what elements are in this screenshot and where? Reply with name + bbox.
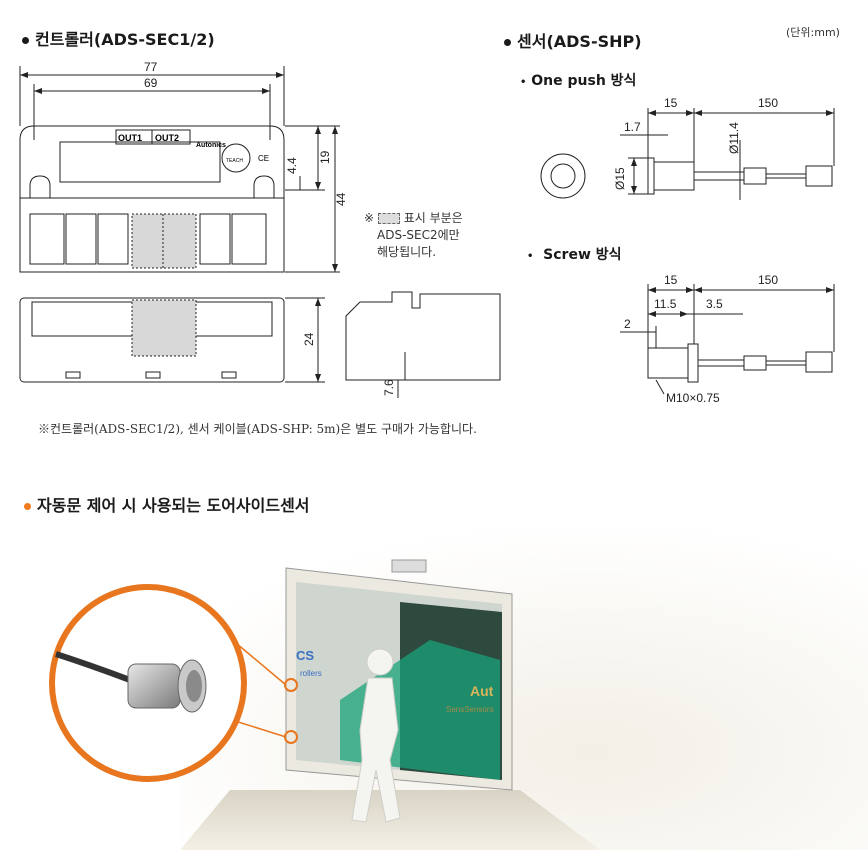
sc-dim-11-5: 11.5 — [654, 297, 677, 311]
teach-label: TEACH — [226, 158, 243, 164]
dim-69: 69 — [144, 76, 158, 90]
op-dim-11-4: Ø11.4 — [727, 122, 741, 154]
bullet-icon — [24, 503, 31, 510]
door-text-right-sub: SensSensors — [446, 705, 494, 714]
ce-label: CE — [258, 154, 269, 163]
op-dim-150: 150 — [758, 96, 778, 110]
op-dim-phi15: Ø15 — [613, 167, 627, 190]
op-dim-1-7: 1.7 — [624, 120, 641, 134]
sc-dim-15: 15 — [664, 273, 678, 287]
footnote: ※컨트롤러(ADS-SEC1/2), 센서 케이블(ADS-SHP: 5m)은 … — [38, 422, 477, 436]
out1-label: OUT1 — [118, 133, 142, 143]
one-push-title: • One push 방식 — [520, 73, 637, 89]
unit-label: (단위:mm) — [786, 26, 840, 39]
dim-77: 77 — [144, 60, 158, 74]
bullet-icon — [504, 39, 511, 46]
application-title: 자동문 제어 시 사용되는 도어사이드센서 — [24, 492, 310, 516]
screw-title: • Screw 방식 — [527, 247, 622, 263]
dim-19: 19 — [318, 150, 332, 164]
bullet-icon — [22, 37, 29, 44]
dim-44: 44 — [334, 192, 348, 206]
controller-drawing: OUT1 OUT2 Autonics TEACH CE 77 69 44 19 … — [19, 60, 501, 398]
dotted-box-icon — [377, 213, 400, 224]
sensor-title: 센서(ADS-SHP) — [504, 28, 642, 52]
person-silhouette — [351, 648, 401, 823]
dim-24: 24 — [302, 332, 316, 346]
sec2-note: ※ 표시 부분은 ADS-SEC2에만 해당됩니다. — [364, 211, 463, 259]
op-dim-15: 15 — [664, 96, 678, 110]
dim-7-6: 7.6 — [382, 379, 396, 396]
out2-label: OUT2 — [155, 133, 179, 143]
dim-4-4: 4.4 — [285, 157, 299, 174]
door-text-right: Aut — [470, 683, 494, 699]
door-text-left: CS — [296, 648, 314, 663]
sc-dim-3-5: 3.5 — [706, 297, 723, 311]
sensor-closeup-icon — [127, 659, 207, 713]
controller-title: 컨트롤러(ADS-SEC1/2) — [22, 26, 215, 50]
sc-dim-2: 2 — [624, 317, 631, 331]
sc-thread: M10×0.75 — [666, 391, 720, 405]
sc-dim-150: 150 — [758, 273, 778, 287]
sensor-drawing: 15 150 1.7 Ø11.4 Ø15 15 150 11.5 3.5 2 M… — [540, 96, 835, 405]
brand-label: Autonics — [196, 142, 226, 149]
door-text-left-sub: rollers — [300, 669, 322, 678]
